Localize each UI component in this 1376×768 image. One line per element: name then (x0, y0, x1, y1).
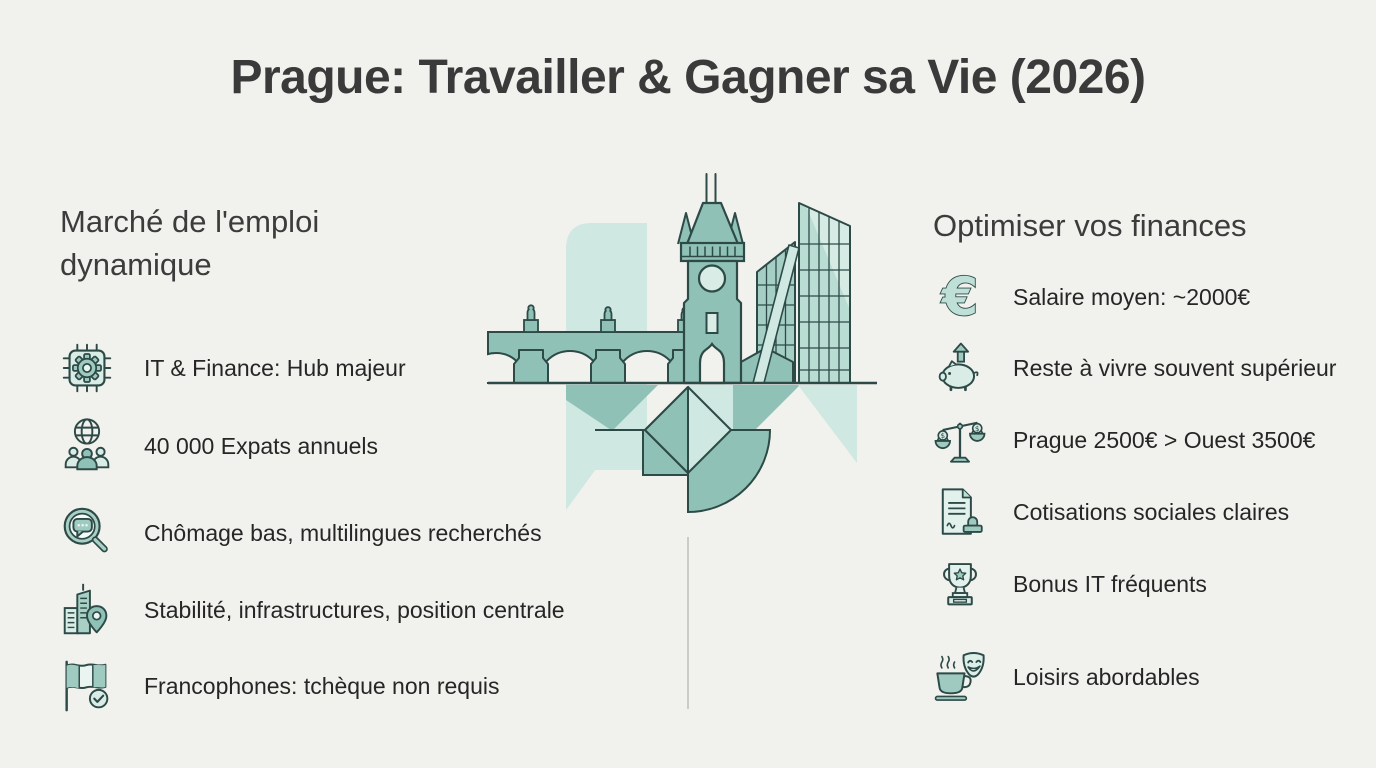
list-item-cost-comparison: $ $ Prague 2500€ > Ouest 3500€ (931, 411, 1315, 469)
vertical-divider (687, 537, 689, 709)
city-pin-icon (63, 583, 108, 635)
item-label: Cotisations sociales claires (1013, 498, 1290, 525)
charles-bridge (487, 331, 701, 384)
list-item-salary: € Salaire moyen: ~2000€ (931, 268, 1250, 326)
finances-heading: Optimiser vos finances (933, 208, 1247, 243)
list-item-social-contributions: Cotisations sociales claires (931, 483, 1289, 541)
list-item-expats: 40 000 Expats annuels (56, 415, 378, 477)
item-label: 40 000 Expats annuels (144, 432, 379, 459)
item-label: Salaire moyen: ~2000€ (1013, 283, 1251, 310)
list-item-disposable-income: Reste à vivre souvent supérieur (931, 339, 1336, 397)
item-label: Prague 2500€ > Ouest 3500€ (1013, 426, 1316, 453)
svg-text:€: € (941, 268, 979, 326)
list-item-leisure: Loisirs abordables (931, 648, 1200, 706)
item-label: Bonus IT fréquents (1013, 570, 1207, 597)
globe-people-icon (64, 418, 110, 471)
list-item-stability: Stabilité, infrastructures, position cen… (56, 579, 565, 641)
item-label: Francophones: tchèque non requis (144, 672, 500, 699)
tower-clock (697, 264, 727, 293)
svg-text:$: $ (975, 424, 980, 433)
chip-gear-icon (62, 343, 112, 393)
euro-icon: € (940, 268, 979, 326)
document-stamp-icon (941, 488, 983, 535)
mask-coffee-icon (934, 651, 985, 701)
piggy-bank-icon (938, 342, 979, 392)
item-label: Loisirs abordables (1013, 663, 1200, 690)
town-hall-tower (677, 173, 746, 385)
page-title: Prague: Travailler & Gagner sa Vie (2026… (230, 51, 1146, 104)
item-label: Reste à vivre souvent supérieur (1013, 354, 1337, 381)
flag-check-icon (65, 660, 109, 712)
item-label: Chômage bas, multilingues recherchés (144, 519, 542, 546)
svg-text:$: $ (940, 431, 945, 440)
trophy-icon (943, 563, 977, 606)
search-chat-icon (63, 507, 108, 553)
bridge-statues (523, 304, 693, 333)
list-item-it-bonus: Bonus IT fréquents (931, 555, 1207, 613)
item-label: IT & Finance: Hub majeur (144, 354, 406, 381)
balance-scale-icon: $ $ (934, 421, 986, 463)
prague-skyline-illustration (487, 173, 877, 514)
item-label: Stabilité, infrastructures, position cen… (144, 596, 565, 623)
list-item-unemployment: Chômage bas, multilingues recherchés (56, 502, 542, 564)
list-item-it-finance: IT & Finance: Hub majeur (56, 337, 406, 399)
list-item-francophones: Francophones: tchèque non requis (56, 655, 499, 717)
job-market-heading: Marché de l'emploi dynamique (60, 204, 320, 283)
